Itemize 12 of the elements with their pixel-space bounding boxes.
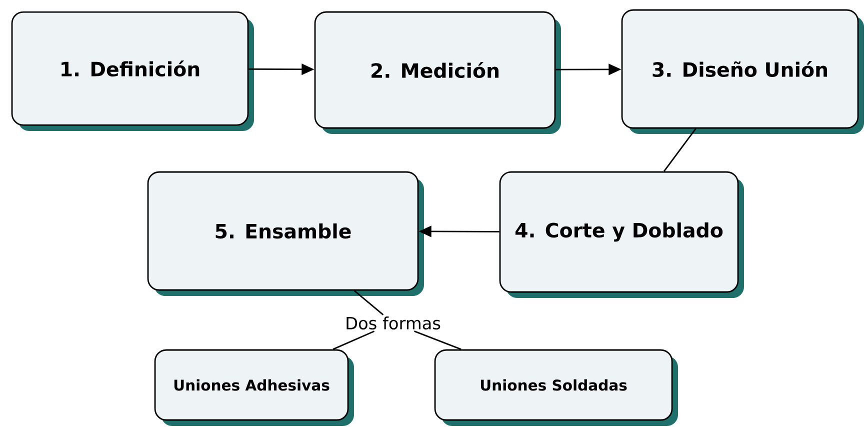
process-box: 3. Diseño Unión bbox=[621, 9, 864, 134]
connector-label: Dos formas bbox=[346, 316, 440, 330]
process-box: 4. Corte y Doblado bbox=[499, 171, 744, 298]
connector-line bbox=[414, 330, 462, 350]
process-box: 1. Definición bbox=[11, 11, 254, 131]
process-box: 2. Medición bbox=[314, 11, 561, 134]
connector-line bbox=[332, 330, 375, 350]
process-box: Uniones Soldadas bbox=[434, 349, 678, 426]
connector-line bbox=[663, 128, 696, 172]
process-box: 5. Ensamble bbox=[147, 171, 424, 296]
process-box: Uniones Adhesivas bbox=[154, 349, 354, 426]
connector-line bbox=[354, 290, 384, 316]
